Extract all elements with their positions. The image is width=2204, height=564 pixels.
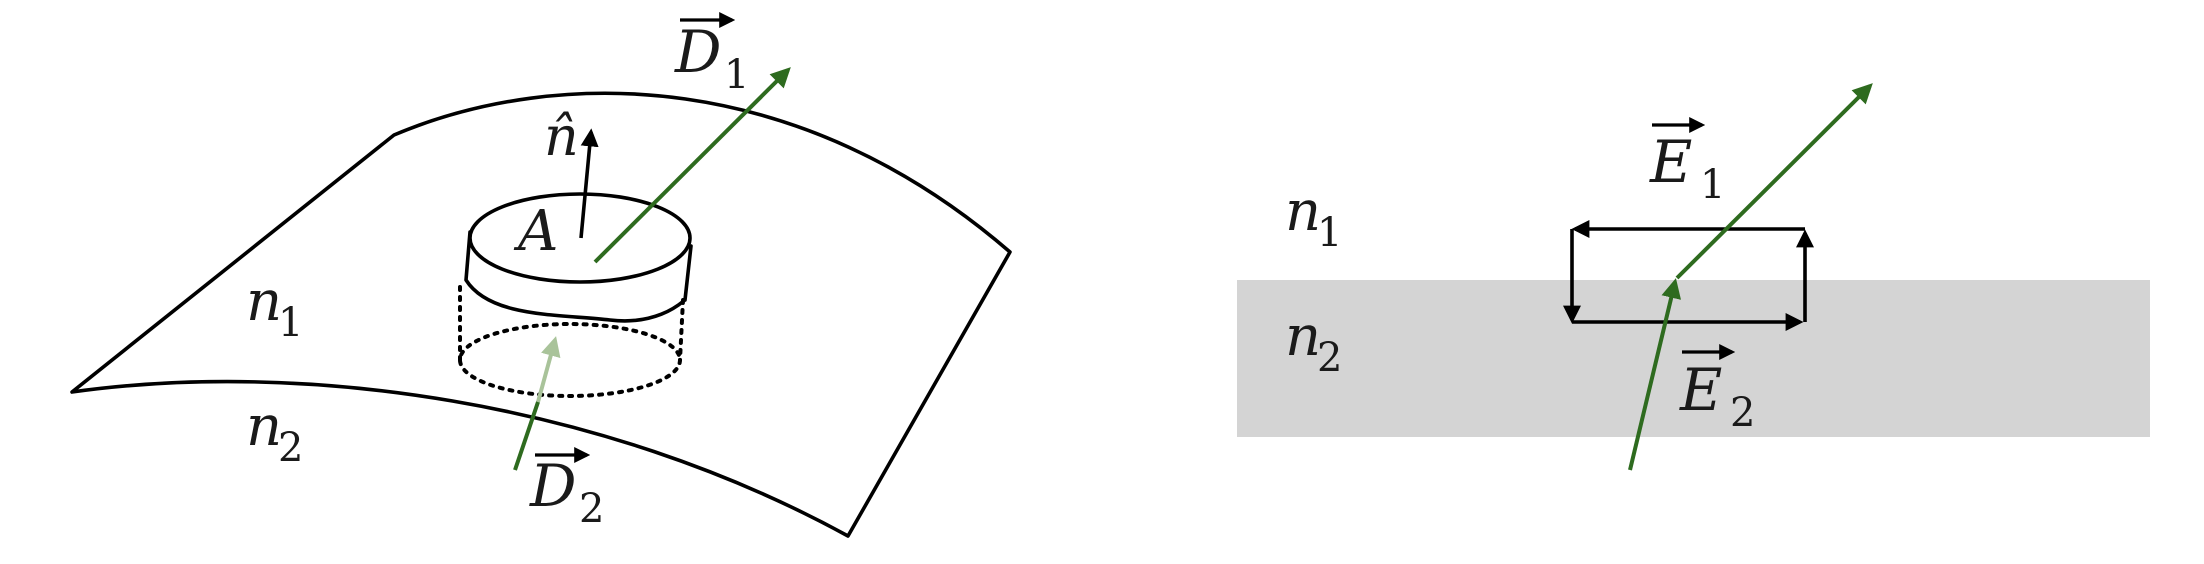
svg-text:1: 1	[278, 300, 303, 346]
svg-text:n: n	[246, 269, 282, 334]
d2-label: D 2	[529, 447, 604, 532]
normal-vector-arrow	[579, 128, 599, 239]
svg-text:2: 2	[1317, 335, 1342, 381]
pillbox-bottom-dotted	[458, 322, 682, 398]
area-label: A	[513, 199, 558, 264]
svg-text:1: 1	[1317, 210, 1342, 256]
pillbox-right-dotted-edge	[678, 298, 685, 362]
d1-label: D 1	[674, 12, 749, 98]
label-n2-right: n 2	[1285, 304, 1342, 381]
label-n2-left: n 2	[246, 394, 303, 471]
svg-text:n: n	[1285, 304, 1321, 369]
d1-arrow	[593, 67, 791, 264]
e2-label: E 2	[1679, 344, 1755, 436]
interface-surface	[70, 91, 1012, 538]
pillbox-top-face	[468, 192, 692, 284]
pillbox-side-wall	[464, 230, 693, 323]
svg-text:2: 2	[1730, 390, 1755, 436]
svg-text:2: 2	[579, 486, 604, 532]
right-panel: n 1 n 2 E 1 E 2	[1237, 83, 2150, 471]
d2-arrow	[513, 401, 540, 471]
svg-text:E: E	[1649, 128, 1692, 196]
svg-text:E: E	[1679, 356, 1722, 424]
e1-arrow	[1675, 83, 1873, 280]
svg-text:n: n	[246, 394, 282, 459]
svg-text:D: D	[674, 18, 722, 86]
svg-text:2: 2	[278, 425, 303, 471]
svg-text:1: 1	[1700, 162, 1725, 208]
e2-arrow	[1628, 278, 1682, 471]
d2-arrow-hidden	[536, 336, 561, 403]
svg-text:D: D	[529, 452, 577, 520]
label-n1-left: n 1	[246, 269, 303, 346]
e1-label: E 1	[1649, 117, 1725, 208]
medium-n2-region	[1237, 280, 2150, 437]
label-n1-right: n 1	[1285, 179, 1342, 256]
left-panel: A n̂ n 1 n 2 D 1 D 2	[70, 12, 1012, 538]
svg-text:n: n	[1285, 179, 1321, 244]
svg-text:1: 1	[724, 52, 749, 98]
normal-label: n̂	[544, 105, 579, 168]
